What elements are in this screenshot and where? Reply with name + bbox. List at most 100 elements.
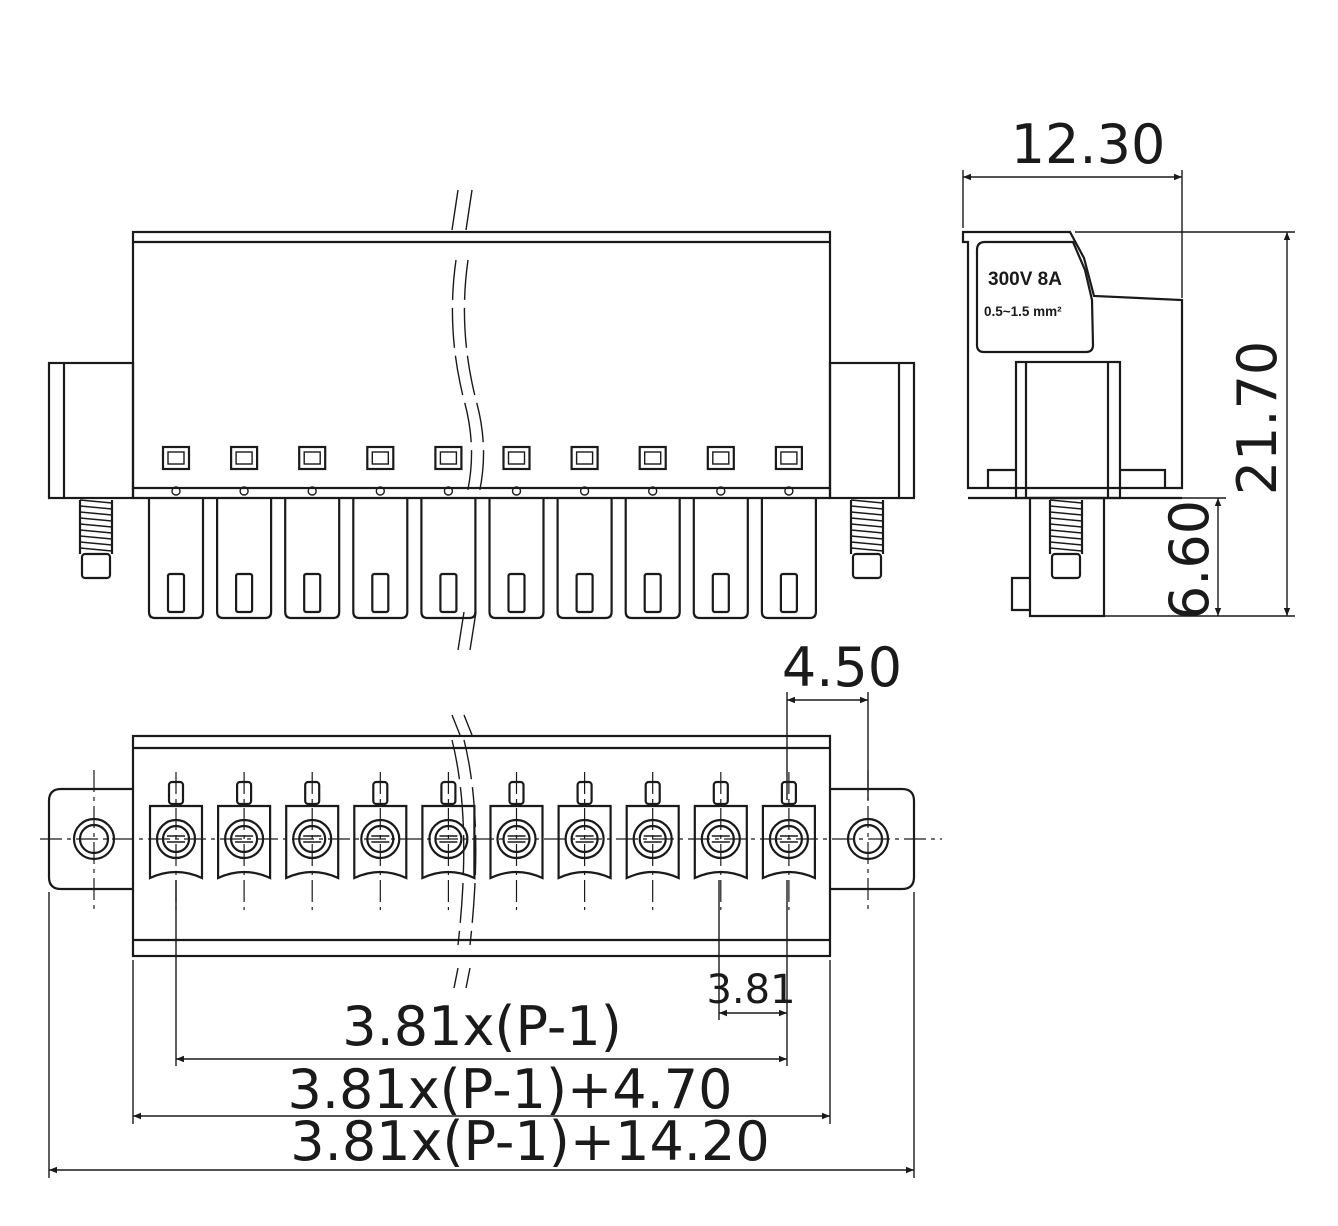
contact-leg (556, 498, 613, 620)
thread (1049, 523, 1083, 528)
thread (850, 505, 884, 510)
contact-leg (216, 498, 273, 620)
pin-dot (648, 486, 658, 496)
front-pole (147, 445, 205, 620)
top-pole (285, 772, 340, 910)
wire-entry (148, 804, 204, 880)
release-window-inner (780, 451, 798, 465)
release-window (502, 445, 531, 471)
pin-dot (171, 486, 181, 496)
release-window (774, 445, 804, 471)
release-window-inner (303, 451, 321, 465)
top-pole (421, 772, 476, 910)
left-flange-screw (78, 499, 114, 580)
thread (79, 499, 113, 504)
thread (79, 523, 113, 528)
front-pole (216, 445, 273, 620)
contact-leg (284, 498, 341, 620)
thread (1049, 499, 1083, 504)
break-line-top (451, 714, 477, 989)
dim-side-height: 21.70 (1226, 341, 1289, 496)
pin-dot (375, 486, 385, 496)
contact-leg (692, 498, 749, 620)
right-flange-screw (849, 499, 885, 580)
release-window (161, 445, 191, 471)
side-view-screw (1048, 499, 1084, 580)
contact-leg (147, 498, 205, 620)
wire-entry (285, 804, 340, 880)
pin-dot (579, 486, 590, 496)
top-pole (489, 772, 544, 910)
front-pole (692, 445, 749, 620)
pin-dot (239, 486, 249, 496)
contact-slot (711, 572, 730, 614)
thread (1049, 505, 1083, 510)
screw-tip (1050, 552, 1082, 580)
release-window (706, 445, 735, 471)
pin-dot (511, 486, 522, 496)
top-pole (353, 772, 408, 910)
wire-entry (693, 804, 748, 880)
top-pole (693, 772, 748, 910)
wire-entry (625, 804, 680, 880)
contact-leg (760, 498, 817, 620)
thread (850, 511, 884, 516)
dim-side-width: 12.30 (1011, 113, 1166, 176)
thread (1049, 547, 1083, 552)
front-pole (488, 445, 545, 620)
wire-entry (217, 804, 272, 880)
contact-slot (779, 572, 799, 614)
thread (850, 523, 884, 528)
thread (850, 499, 884, 504)
top-pole (625, 772, 680, 910)
front-pole (284, 445, 341, 620)
thread (79, 511, 113, 516)
thread (850, 517, 884, 522)
rating-label: 300V 8A (988, 269, 1062, 290)
release-window-inner (371, 451, 389, 465)
screw-tip (80, 552, 112, 580)
wire-size-label: 0.5~1.5 mm² (984, 304, 1062, 319)
thread (79, 547, 113, 552)
release-window (366, 445, 395, 471)
release-window-inner (235, 451, 253, 465)
front-pole (760, 445, 817, 620)
release-window-inner (439, 451, 458, 465)
thread (1049, 517, 1083, 522)
contact-slot (235, 572, 254, 614)
release-window (638, 445, 667, 471)
pin-dot (784, 486, 794, 496)
contact-slot (439, 572, 458, 614)
contact-leg (624, 498, 681, 620)
front-pole (624, 445, 681, 620)
release-window (434, 445, 463, 471)
top-view (40, 714, 942, 989)
front-pole (352, 445, 409, 620)
contact-slot (507, 572, 526, 614)
dim-pitch: 3.81 (706, 967, 795, 1013)
top-pole (557, 772, 612, 910)
screw-body (1048, 500, 1084, 554)
break-line-front (451, 189, 485, 651)
thread (1049, 529, 1083, 534)
release-window-inner (167, 451, 185, 465)
release-window-inner (712, 451, 730, 465)
dim-overall-length: 3.81x(P-1)+14.20 (290, 1110, 769, 1173)
dim-pin-length: 6.60 (1158, 500, 1221, 620)
dimensions: 12.30 21.70 6.60 4.50 3.81 3.81x(P-1) 3.… (48, 113, 1295, 1178)
pin-dot (307, 486, 317, 496)
dim-flange-offset: 4.50 (782, 636, 902, 699)
contact-slot (643, 572, 662, 614)
thread (850, 547, 884, 552)
contact-leg (488, 498, 545, 620)
wire-entry (557, 804, 612, 880)
screw-body (849, 500, 885, 554)
contact-leg (352, 498, 409, 620)
front-pole (420, 445, 477, 620)
thread (79, 529, 113, 534)
dim-pitch-span: 3.81x(P-1) (342, 995, 622, 1058)
front-view (47, 189, 916, 651)
side-view: 300V 8A 0.5~1.5 mm² (961, 230, 1184, 618)
release-window-inner (644, 451, 662, 465)
